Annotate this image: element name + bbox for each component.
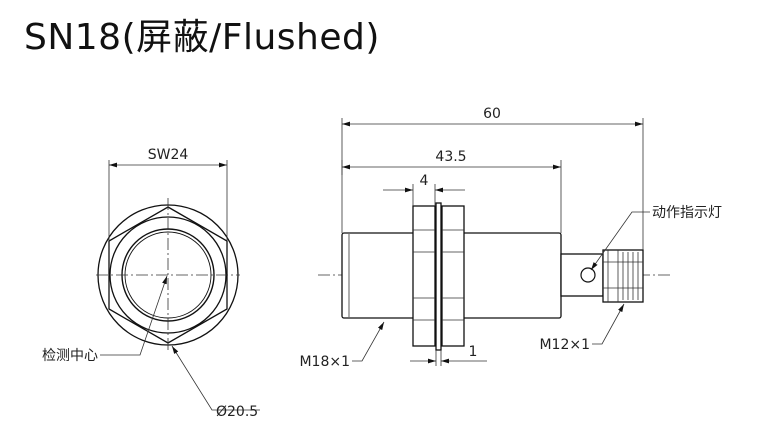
dim-60-label: 60: [483, 106, 501, 122]
sw-label: SW24: [148, 147, 189, 163]
diameter-label: Ø20.5: [216, 404, 258, 420]
thread-connector-label: M12×1: [539, 337, 590, 353]
thread-connector-leader: [592, 303, 625, 345]
rear-cylinder: [560, 253, 604, 297]
indicator-leader: [590, 211, 650, 271]
detect-center-leader: [100, 275, 168, 356]
led-indicator: [580, 267, 596, 283]
dim-1-label: 1: [469, 344, 478, 360]
indicator-label: 动作指示灯: [652, 205, 722, 221]
thread-main-leader: [352, 321, 385, 362]
thread-main-label: M18×1: [299, 354, 350, 370]
dim-43-label: 43.5: [435, 149, 466, 165]
washer: [435, 202, 442, 351]
front-view: SW24 检测中心 Ø20.5: [42, 147, 260, 420]
nut-1: [412, 205, 436, 347]
dim-4-label: 4: [420, 173, 429, 189]
detect-center-label: 检测中心: [42, 348, 98, 364]
page-title: SN18(屏蔽/Flushed): [24, 17, 380, 58]
side-view: 60 43.5 4 1 M18×1 M12×1 动作指示灯: [299, 106, 722, 370]
nut-2: [441, 205, 465, 347]
diameter-leader: [171, 345, 260, 411]
